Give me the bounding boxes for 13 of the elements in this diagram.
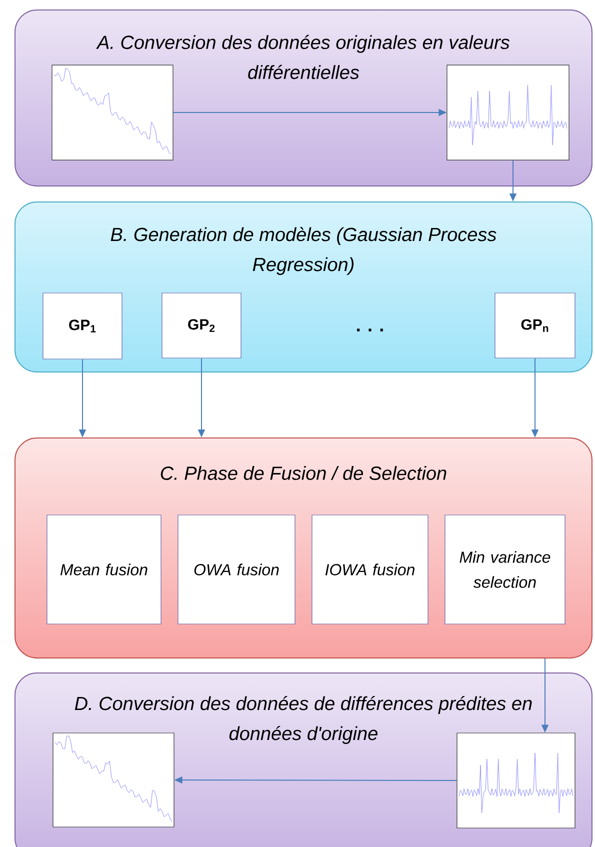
method-box: Mean fusion	[46, 514, 162, 624]
chart-drawing	[456, 732, 576, 828]
model-box: GP$_{2}$	[162, 292, 242, 358]
chart-drawing	[52, 64, 174, 160]
model-box: GP$_{1}$	[42, 292, 122, 360]
method-box: Min variance selection	[444, 514, 566, 624]
ellipsis: . . .	[357, 328, 383, 332]
method-box: OWA fusion	[178, 514, 296, 624]
stage-panel: D. Conversion des données de différences prédites en données d'origine	[14, 672, 592, 847]
model-box: GP$_{n}$	[494, 292, 576, 358]
method-box: IOWA fusion	[312, 514, 428, 624]
chart-drawing	[446, 64, 570, 160]
chart-drawing	[52, 732, 174, 828]
